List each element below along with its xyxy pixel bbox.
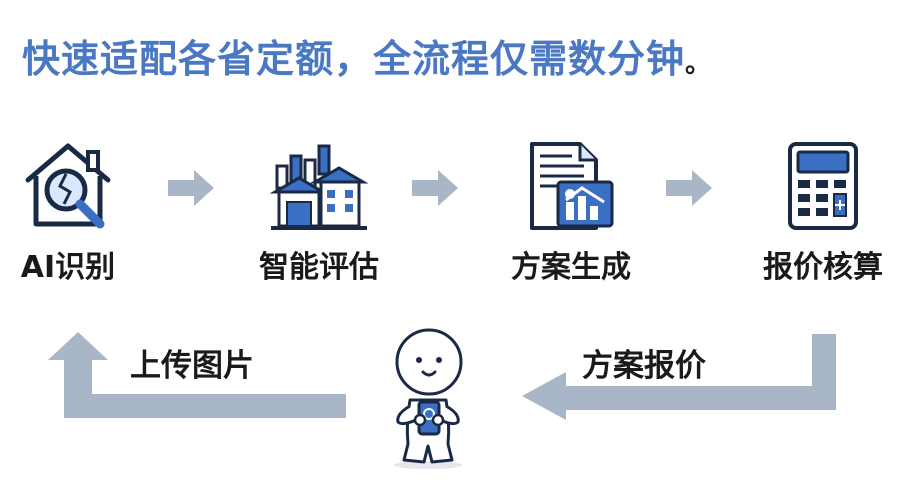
step-plan-generation: 方案生成 — [496, 140, 646, 286]
house-magnifier-icon — [25, 143, 111, 229]
calculator-icon — [788, 142, 858, 230]
step-label: 报价核算 — [763, 250, 883, 285]
step-label: 智能评估 — [259, 250, 379, 285]
document-image-icon — [530, 142, 614, 230]
flow-arrow-3 — [666, 170, 712, 206]
page-title: 快速适配各省定额，全流程仅需数分钟。 — [22, 28, 712, 83]
flow-arrow-1 — [168, 170, 214, 206]
upload-image-label: 上传图片 — [130, 348, 254, 384]
step-label: 方案生成 — [511, 250, 631, 285]
person-holding-phone-icon — [394, 328, 463, 469]
buildings-chart-icon — [269, 144, 369, 230]
loop-arrow-left — [48, 332, 346, 418]
step-price-calculation: 报价核算 — [748, 140, 898, 286]
headline-text: 快速适配各省定额，全流程仅需数分钟 — [22, 37, 686, 81]
loop-arrow-right — [522, 334, 836, 420]
step-smart-assessment: 智能评估 — [244, 140, 394, 286]
step-label: AI识别 — [20, 250, 116, 285]
step-ai-recognition: AI识别 — [8, 140, 128, 286]
flow-arrow-2 — [412, 170, 458, 206]
headline-punct: 。 — [685, 49, 713, 79]
plan-quote-label: 方案报价 — [582, 348, 706, 384]
